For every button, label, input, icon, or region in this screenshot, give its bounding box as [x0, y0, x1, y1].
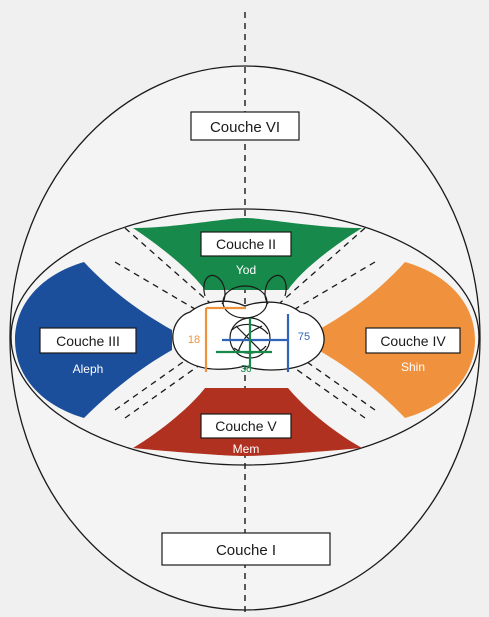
layer-iv-sublabel: Shin	[401, 360, 425, 374]
number-36: 36	[240, 364, 252, 375]
center-body	[172, 300, 325, 371]
svg-text:Couche II: Couche II	[216, 236, 276, 252]
layer-iii-label: Couche III Aleph	[39, 327, 137, 376]
svg-text:Couche IV: Couche IV	[380, 333, 446, 349]
layer-v-sublabel: Mem	[233, 442, 260, 456]
layer-iv-label: Couche IV Shin	[365, 327, 461, 374]
layer-v-label: Couche V Mem	[200, 413, 292, 456]
svg-text:Couche V: Couche V	[215, 418, 277, 434]
number-18: 18	[188, 334, 200, 346]
layer-i-label: Couche I	[161, 532, 331, 566]
diagonal-dashed-lines	[114, 227, 376, 419]
svg-text:Couche I: Couche I	[216, 542, 276, 559]
center-markers	[204, 306, 290, 372]
svg-text:Couche VI: Couche VI	[210, 119, 280, 136]
number-75: 75	[298, 331, 310, 343]
layer-vi-label: Couche VI	[190, 111, 300, 141]
layer-ii-sublabel: Yod	[236, 263, 256, 277]
green-marker	[216, 318, 272, 368]
orange-marker	[204, 306, 246, 372]
svg-text:Couche III: Couche III	[56, 333, 120, 349]
blue-marker	[222, 314, 290, 372]
layer-ii-label: Couche II Yod	[200, 231, 292, 277]
layer-iii-sublabel: Aleph	[73, 362, 104, 376]
